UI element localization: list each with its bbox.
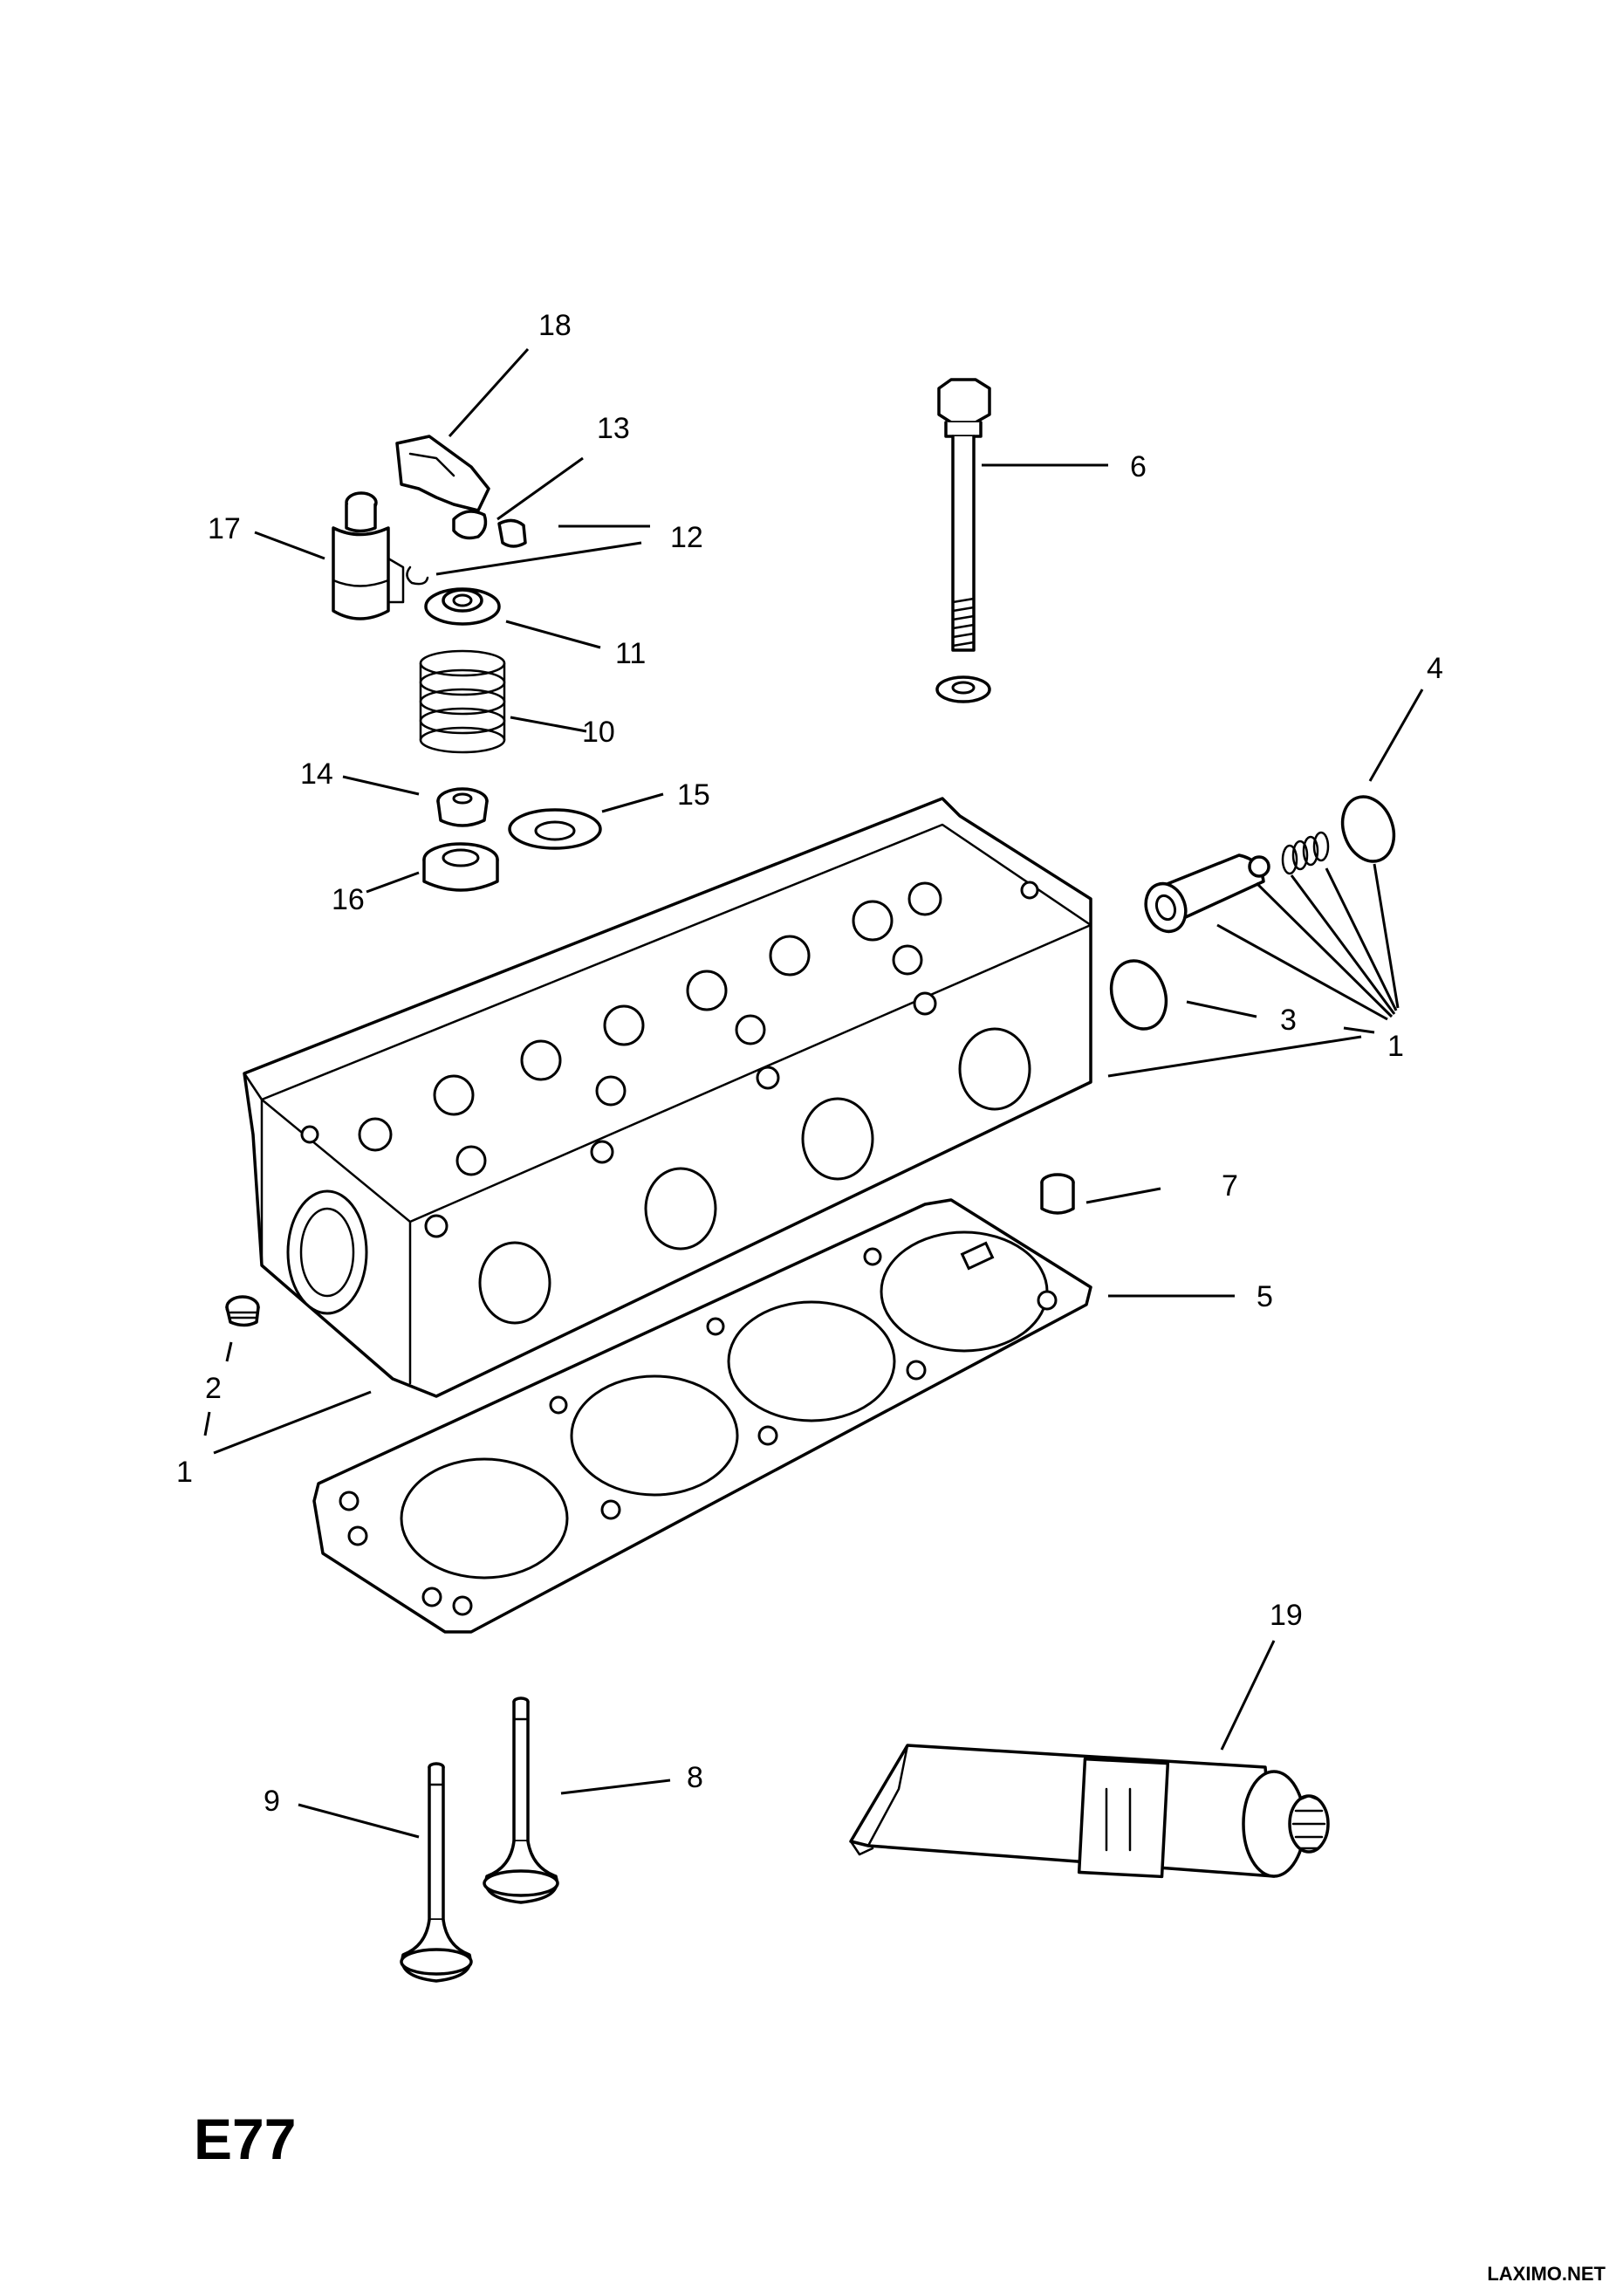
shim-washer-part[interactable] xyxy=(508,808,602,850)
check-ball-part[interactable] xyxy=(1248,855,1270,878)
callout-19[interactable]: 19 xyxy=(1270,1599,1303,1632)
callout-1-right[interactable]: 1 xyxy=(1387,1030,1404,1063)
callout-12[interactable]: 12 xyxy=(670,521,703,554)
rocker-arm-part[interactable] xyxy=(395,435,490,512)
callout-8[interactable]: 8 xyxy=(687,1761,703,1794)
check-valve-housing-part[interactable] xyxy=(1140,853,1265,937)
cylinder-head-part[interactable] xyxy=(243,797,1092,1398)
valve-stem-seal-part[interactable] xyxy=(436,787,489,827)
valve-collet-part[interactable] xyxy=(452,510,527,548)
callout-5[interactable]: 5 xyxy=(1257,1280,1273,1313)
callout-6[interactable]: 6 xyxy=(1130,450,1147,483)
hydraulic-lifter-part[interactable] xyxy=(332,491,405,620)
check-spring-part[interactable] xyxy=(1281,831,1330,875)
callout-18[interactable]: 18 xyxy=(538,309,572,342)
callout-9[interactable]: 9 xyxy=(264,1785,280,1818)
plug-part[interactable] xyxy=(1102,953,1175,1037)
dowel-sleeve-part[interactable] xyxy=(1040,1173,1075,1215)
callout-7[interactable]: 7 xyxy=(1222,1169,1238,1203)
sealant-tube-part[interactable] xyxy=(849,1744,1330,1879)
callout-13[interactable]: 13 xyxy=(597,412,630,445)
callout-3[interactable]: 3 xyxy=(1280,1004,1297,1037)
leader-lines xyxy=(203,347,1424,1839)
exhaust-valve-part[interactable] xyxy=(400,1762,473,1983)
valve-spring-part[interactable] xyxy=(419,649,506,754)
valve-boss-row xyxy=(300,881,1039,1238)
callout-2[interactable]: 2 xyxy=(205,1372,222,1405)
page-code-label: E77 xyxy=(194,2107,297,2171)
valve-clip-part[interactable] xyxy=(406,565,429,586)
callout-16[interactable]: 16 xyxy=(332,883,365,916)
end-cap-part[interactable] xyxy=(1334,790,1403,869)
callout-11[interactable]: 11 xyxy=(615,637,646,670)
callout-15[interactable]: 15 xyxy=(677,778,710,812)
callout-17[interactable]: 17 xyxy=(208,512,241,545)
callout-1-left[interactable]: 1 xyxy=(176,1456,193,1489)
spring-retainer-part[interactable] xyxy=(424,587,501,626)
head-gasket-part[interactable] xyxy=(312,1198,1092,1634)
spring-seat-part[interactable] xyxy=(422,842,499,892)
watermark-label: LAXIMO.NET xyxy=(1487,2263,1606,2285)
callout-4[interactable]: 4 xyxy=(1427,652,1443,685)
callout-labels: 18 13 12 17 11 10 14 15 16 6 4 3 1 7 5 2… xyxy=(176,309,1443,1818)
cylinder-head-bolt-part[interactable] xyxy=(935,378,991,703)
intake-valve-part[interactable] xyxy=(483,1696,559,1904)
plug-screw-part[interactable] xyxy=(225,1295,260,1327)
callout-14[interactable]: 14 xyxy=(300,757,333,791)
callout-10[interactable]: 10 xyxy=(582,716,615,749)
